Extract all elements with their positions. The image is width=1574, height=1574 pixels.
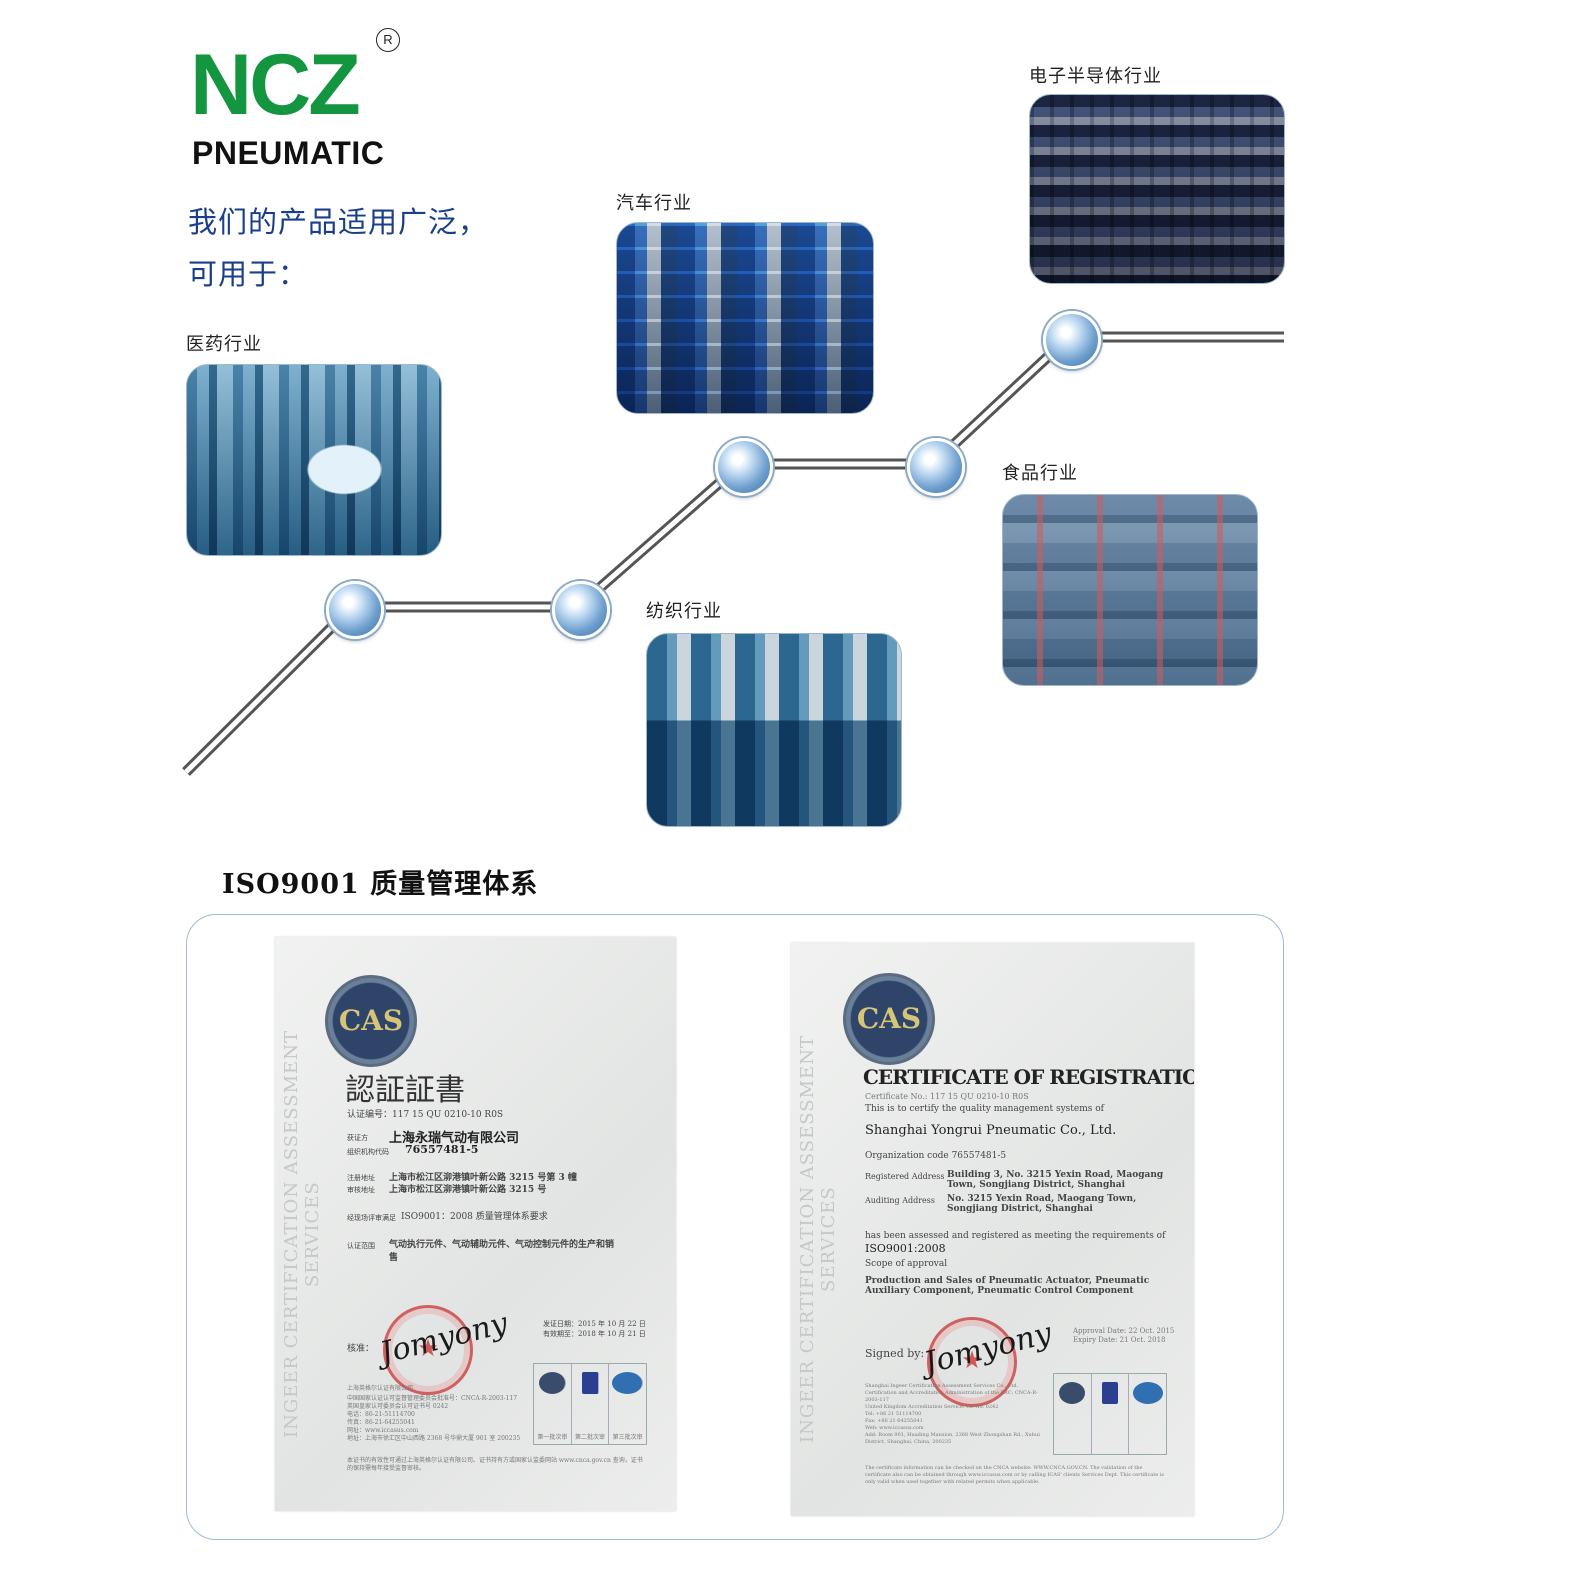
certificate-en: INGEER CERTIFICATION ASSESSMENT SERVICES… [791, 943, 1194, 1516]
brand-logo: NCZ [190, 37, 361, 133]
iaf-logo-icon [612, 1372, 644, 1394]
certificate-frame [186, 914, 1284, 1540]
registered-mark: R [376, 28, 400, 52]
label-semiconductor: 电子半导体行业 [1029, 66, 1162, 87]
cert-cn-side-text: INGEER CERTIFICATION ASSESSMENT SERVICES [281, 1030, 323, 1438]
cert-en-reg-addr: Building 3, No. 3215 Yexin Road, Maogang… [947, 1170, 1164, 1190]
cas-seal-icon: CAS [843, 973, 935, 1065]
brand-subtitle: PNEUMATIC [192, 135, 385, 171]
cert-cn-title: 認証証書 [345, 1073, 465, 1108]
intro-line-1: 我们的产品适用广泛， [188, 205, 489, 239]
intro-line-2: 可用于： [188, 257, 309, 291]
cert-en-assessed: has been assessed and registered as meet… [865, 1231, 1166, 1241]
cert-cn-issue-date: 发证日期：2015 年 10 月 22 日 [543, 1320, 646, 1328]
timeline-node [1043, 311, 1101, 369]
cert-en-scope: Production and Sales of Pneumatic Actuat… [865, 1276, 1150, 1296]
cert-cn-reg-addr: 上海市松江区泖港镇叶新公路 3215 号第 3 幢 [389, 1173, 577, 1183]
accreditation-logos [1053, 1373, 1167, 1455]
label-pharma: 医药行业 [186, 334, 262, 355]
cert-en-side-text: INGEER CERTIFICATION ASSESSMENT SERVICES [797, 1035, 839, 1444]
cert-en-standard: ISO9001:2008 [865, 1242, 946, 1255]
cert-en-issuer-lines: Shanghai Ingeer Certification Assessment… [865, 1383, 1040, 1445]
label-textile: 纺织行业 [646, 601, 722, 622]
cert-en-approval-date: Approval Date: 22 Oct. 2015 [1073, 1327, 1175, 1335]
cert-en-footnote: The certificate information can be check… [865, 1465, 1164, 1485]
cert-en-reg-label: Registered Address [865, 1172, 945, 1181]
cas-seal-icon: CAS [325, 975, 417, 1067]
cert-cn-standard: ISO9001：2008 质量管理体系要求 [401, 1212, 548, 1222]
cert-en-intro: This is to certify the quality managemen… [865, 1104, 1105, 1114]
intro-text: 我们的产品适用广泛， 可用于： [188, 196, 488, 300]
accreditation-logos: 第一批次审 第二批次审 第三批次审 [533, 1363, 647, 1445]
label-food: 食品行业 [1002, 463, 1078, 484]
cert-en-signed-label: Signed by: [865, 1347, 925, 1360]
cert-cn-holder: 上海永瑞气动有限公司 [389, 1131, 520, 1146]
cert-en-number: Certificate No.: 117 15 QU 0210-10 R0S [865, 1092, 1029, 1101]
cert-en-scope-label: Scope of approval [865, 1259, 948, 1269]
cert-cn-issuer: 上海英格尔认证有限公司 [347, 1385, 414, 1392]
timeline-node [552, 581, 610, 639]
timeline-node [907, 438, 965, 496]
photo-pharma [186, 364, 442, 556]
ukas-logo-icon [1102, 1382, 1118, 1404]
photo-textile [646, 633, 902, 827]
cert-cn-scope: 气动执行元件、气动辅助元件、气动控制元件的生产和销售 [389, 1240, 615, 1263]
red-stamp-icon [383, 1305, 473, 1395]
cert-cn-audit-addr: 上海市松江区泖港镇叶新公路 3215 号 [389, 1185, 547, 1195]
cas-logo-icon [538, 1372, 566, 1394]
cert-cn-number: 认证编号：117 15 QU 0210-10 R0S [347, 1110, 504, 1120]
cert-en-expiry-date: Expiry Date: 21 Oct. 2018 [1073, 1336, 1166, 1344]
cert-cn-footnote: 本证书的有效性可通过上海英格尔认证有限公司、证书持有方或国家认监委网站 www.… [347, 1457, 643, 1472]
cert-cn-org-label: 组织机构代码 [347, 1148, 389, 1156]
label-auto: 汽车行业 [616, 193, 692, 214]
cert-en-org: Organization code 76557481-5 [865, 1151, 1007, 1161]
cert-cn-holder-label: 获证方 [347, 1134, 368, 1142]
cert-en-title: CERTIFICATE OF REGISTRATION [863, 1065, 1194, 1089]
photo-food [1002, 494, 1258, 686]
cert-cn-expiry-date: 有效期至：2018 年 10 月 21 日 [543, 1330, 646, 1338]
cert-en-audit-addr: No. 3215 Yexin Road, Maogang Town, Songj… [947, 1194, 1137, 1214]
certificate-cn: INGEER CERTIFICATION ASSESSMENT SERVICES… [275, 937, 676, 1511]
cas-logo-icon [1059, 1382, 1086, 1404]
iaf-logo-icon [1132, 1382, 1163, 1404]
cert-cn-sign-label: 核准： [347, 1344, 375, 1354]
cert-cn-standard-label: 经现场评审满足 [347, 1214, 396, 1222]
cert-cn-issuer-lines: 中国国家认证认可监督管理委员会批准号：CNCA-R-2003-117 英国皇家认… [347, 1395, 521, 1442]
timeline-node [715, 438, 773, 496]
cert-en-company: Shanghai Yongrui Pneumatic Co., Ltd. [865, 1123, 1117, 1138]
cert-en-audit-label: Auditing Address [865, 1196, 935, 1205]
timeline-node [326, 581, 384, 639]
cert-cn-org-code: 76557481-5 [405, 1143, 479, 1156]
ukas-logo-icon [581, 1372, 599, 1394]
cert-cn-scope-label: 认证范围 [347, 1242, 375, 1250]
photo-auto [616, 222, 874, 414]
red-stamp-icon [927, 1317, 1017, 1407]
cert-cn-audit-label: 审核地址 [347, 1186, 375, 1194]
iso-title: ISO9001 质量管理体系 [222, 869, 539, 900]
cert-cn-reg-label: 注册地址 [347, 1174, 375, 1182]
photo-semiconductor [1029, 94, 1285, 284]
